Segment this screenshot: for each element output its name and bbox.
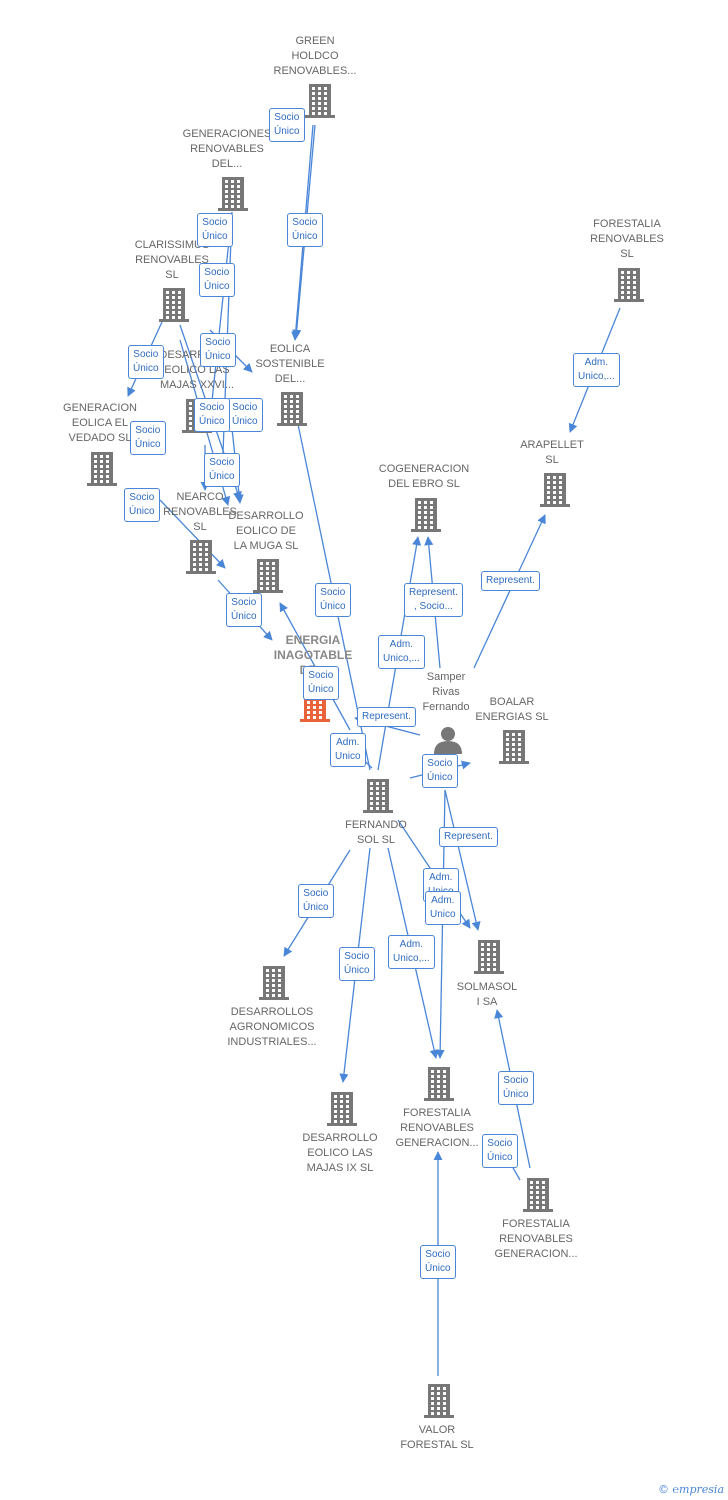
edge-label[interactable]: Socio Único bbox=[200, 333, 236, 367]
edge-label[interactable]: Represent. bbox=[481, 571, 540, 591]
node-label-forgen1[interactable]: FORESTALIA RENOVABLES GENERACION... bbox=[395, 1107, 479, 1149]
building-icon[interactable] bbox=[499, 730, 529, 764]
edge-line bbox=[473, 514, 546, 669]
edge-label[interactable]: Socio Único bbox=[482, 1134, 518, 1168]
edge-label[interactable]: Socio Único bbox=[194, 398, 230, 432]
building-icon[interactable] bbox=[540, 473, 570, 507]
node-label-forest[interactable]: FORESTALIA RENOVABLES SL bbox=[590, 218, 664, 260]
building-icon[interactable] bbox=[87, 452, 117, 486]
edge-label[interactable]: Adm. Unico,... bbox=[378, 635, 425, 669]
edge-label[interactable]: Socio Único bbox=[128, 345, 164, 379]
node-label-clar[interactable]: CLARISSIMUS RENOVABLES SL bbox=[134, 239, 210, 281]
edge-label[interactable]: Adm. Unico bbox=[330, 733, 366, 767]
building-icon[interactable] bbox=[474, 940, 504, 974]
building-icon[interactable] bbox=[523, 1178, 553, 1212]
node-label-valor[interactable]: VALOR FORESTAL SL bbox=[400, 1424, 474, 1451]
building-icon[interactable] bbox=[218, 177, 248, 211]
node-label-solmasol[interactable]: SOLMASOL I SA bbox=[456, 981, 518, 1008]
building-icon[interactable] bbox=[253, 559, 283, 593]
edge-label[interactable]: Adm. Unico,... bbox=[573, 353, 620, 387]
node-label-fernando[interactable]: FERNANDO SOL SL bbox=[345, 819, 407, 846]
building-icon[interactable] bbox=[186, 540, 216, 574]
edge-label[interactable]: Socio Único bbox=[124, 488, 160, 522]
edge-label[interactable]: Socio Único bbox=[422, 754, 458, 788]
building-icon[interactable] bbox=[363, 779, 393, 813]
building-icon[interactable] bbox=[159, 288, 189, 322]
edge-label[interactable]: Socio Único bbox=[420, 1245, 456, 1279]
building-icon[interactable] bbox=[411, 498, 441, 532]
edge-label[interactable]: Socio Único bbox=[315, 583, 351, 617]
edge-label[interactable]: Socio Único bbox=[199, 263, 235, 297]
node-label-eolsos[interactable]: EOLICA SOSTENIBLE DEL... bbox=[255, 343, 325, 385]
edge-line bbox=[444, 789, 481, 931]
node-label-nearco[interactable]: NEARCO RENOVABLES SL bbox=[163, 491, 237, 533]
edge-label[interactable]: Socio Único bbox=[227, 398, 263, 432]
edge-label[interactable]: Socio Único bbox=[498, 1071, 534, 1105]
building-icon[interactable] bbox=[614, 268, 644, 302]
edge-label[interactable]: Socio Único bbox=[287, 213, 323, 247]
building-icon[interactable] bbox=[327, 1092, 357, 1126]
edge-label[interactable]: Socio Único bbox=[226, 593, 262, 627]
copyright-notice: © ℮mpresia bbox=[657, 1483, 724, 1496]
node-label-desmuga[interactable]: DESARROLLO EOLICO DE LA MUGA SL bbox=[228, 510, 304, 552]
edge-label[interactable]: Adm. Unico,... bbox=[388, 935, 435, 969]
building-icon[interactable] bbox=[277, 392, 307, 426]
node-label-desagro[interactable]: DESARROLLOS AGRONOMICOS INDUSTRIALES... bbox=[227, 1006, 317, 1048]
node-label-boalar[interactable]: BOALAR ENERGIAS SL bbox=[475, 696, 549, 723]
building-icon[interactable] bbox=[424, 1067, 454, 1101]
edge-label[interactable]: Socio Único bbox=[298, 884, 334, 918]
node-label-green[interactable]: GREEN HOLDCO RENOVABLES... bbox=[273, 35, 357, 77]
edge-label[interactable]: Socio Único bbox=[130, 421, 166, 455]
node-label-geneol[interactable]: GENERACION EOLICA EL VEDADO SL bbox=[63, 402, 137, 444]
edge-label[interactable]: Socio Único bbox=[269, 108, 305, 142]
node-label-arap[interactable]: ARAPELLET SL bbox=[520, 439, 584, 466]
edge-label[interactable]: Socio Único bbox=[204, 453, 240, 487]
node-label-forgen2[interactable]: FORESTALIA RENOVABLES GENERACION... bbox=[494, 1218, 578, 1260]
edge-label[interactable]: Adm. Unico bbox=[425, 891, 461, 925]
person-icon[interactable] bbox=[434, 727, 462, 754]
edge-label[interactable]: Socio Único bbox=[197, 213, 233, 247]
building-icon[interactable] bbox=[305, 84, 335, 118]
edge-label[interactable]: Socio Único bbox=[303, 666, 339, 700]
node-label-cogen[interactable]: COGENERACION DEL EBRO SL bbox=[378, 463, 470, 490]
edge-line bbox=[159, 499, 226, 569]
node-label-genren[interactable]: GENERACIONES RENOVABLES DEL... bbox=[182, 128, 272, 170]
edge-label[interactable]: Represent. bbox=[357, 707, 416, 727]
building-icon[interactable] bbox=[424, 1384, 454, 1418]
edge-label[interactable]: Represent. bbox=[439, 827, 498, 847]
edge-label[interactable]: Represent. , Socio... bbox=[404, 583, 463, 617]
node-label-desmaj9[interactable]: DESARROLLO EOLICO LAS MAJAS IX SL bbox=[302, 1132, 378, 1174]
building-icon[interactable] bbox=[259, 966, 289, 1000]
node-label-samper[interactable]: Samper Rivas Fernando bbox=[422, 671, 470, 713]
edge-label[interactable]: Socio Único bbox=[339, 947, 375, 981]
